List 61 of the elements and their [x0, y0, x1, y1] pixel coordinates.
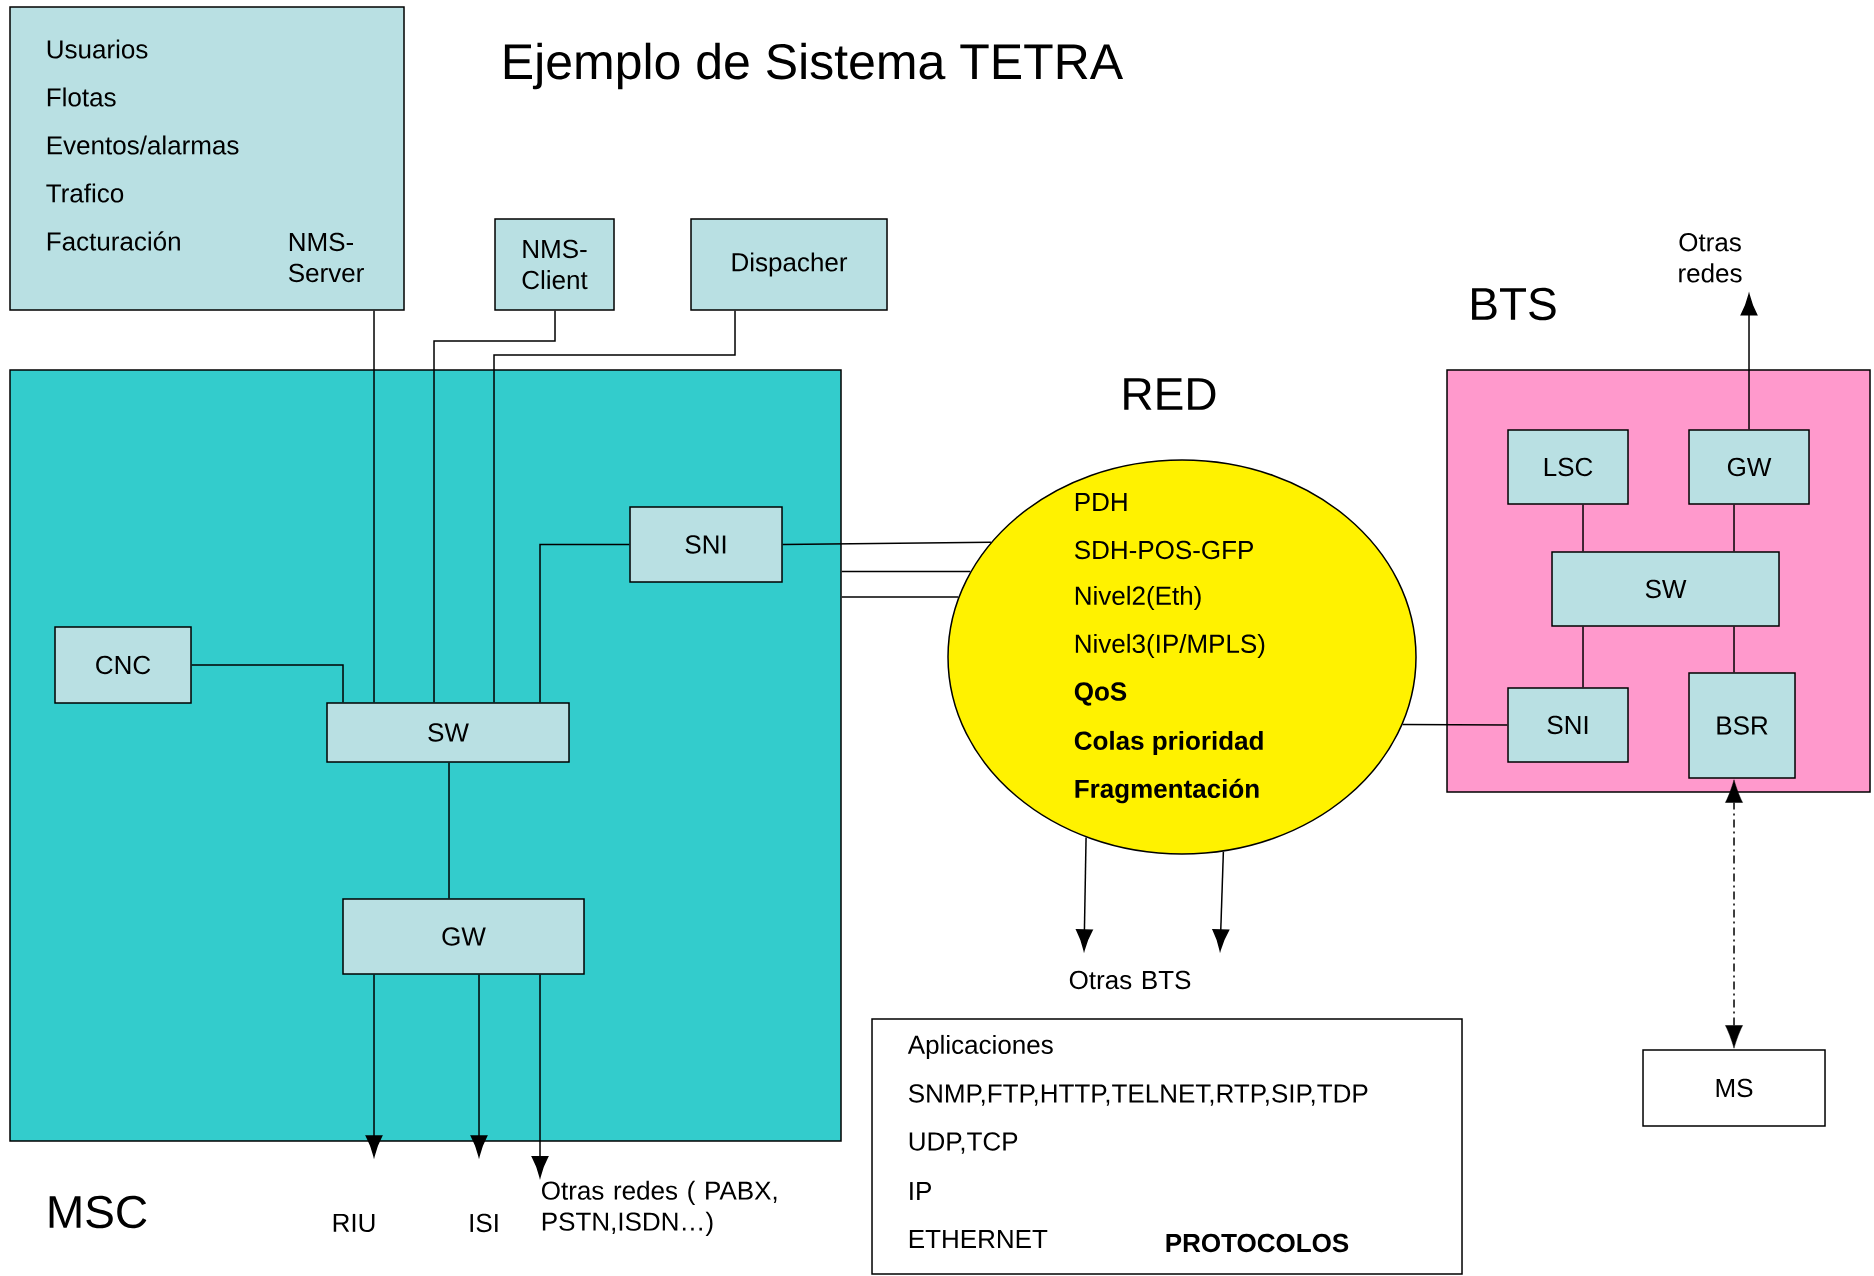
table-heading: PROTOCOLOS	[1166, 1233, 1349, 1253]
list-item: IP	[910, 1182, 931, 1200]
destination-label: RIU	[333, 1213, 375, 1233]
process-box: SNI	[1507, 687, 1629, 763]
process-box: GW	[342, 898, 585, 975]
arrow	[470, 974, 488, 1157]
list-item: QoS	[1074, 682, 1127, 706]
destination-label: Otras BTS	[1069, 970, 1191, 990]
connector-line	[448, 762, 450, 899]
process-box: SNI	[629, 506, 783, 583]
arrow	[365, 974, 383, 1157]
list-item: ETHERNET	[909, 1230, 1048, 1248]
list-item: Nivel2(Eth)	[1075, 585, 1201, 611]
title: Ejemplo de Sistema TETRA	[504, 42, 1124, 90]
connector-line	[191, 664, 344, 703]
list-item: SNMP,FTP,HTTP,TELNET,RTP,SIP,TDP	[908, 1084, 1368, 1106]
server-label: NMS-Server	[288, 232, 364, 283]
list-item: UDP,TCP	[909, 1132, 1018, 1154]
process-box: CNC	[54, 626, 192, 704]
arrow	[1740, 293, 1758, 430]
process-box: LSC	[1507, 429, 1629, 505]
process-box: MS	[1642, 1049, 1826, 1127]
connector-line	[841, 596, 960, 598]
process-box: BSR	[1688, 672, 1796, 779]
list-item: Eventos/alarmas	[47, 135, 239, 155]
list-item: Usuarios	[47, 39, 148, 59]
arrow	[1076, 836, 1093, 951]
connector-line	[1733, 626, 1735, 673]
process-box: Dispacher	[690, 218, 888, 311]
process-box: NMS-Client	[494, 218, 615, 311]
list-item: Facturación	[47, 231, 180, 251]
list-item: Flotas	[47, 87, 116, 107]
connector-line	[539, 543, 630, 703]
process-box: SW	[1551, 551, 1780, 627]
list-item: Aplicaciones	[907, 1034, 1053, 1060]
list-item: Fragmentación	[1075, 778, 1259, 804]
process-box: GW	[1688, 429, 1810, 505]
connector-line	[493, 310, 736, 703]
connector-line	[841, 570, 972, 573]
connector-line	[1582, 626, 1584, 688]
connector-line	[433, 310, 556, 703]
list-item: Trafico	[46, 183, 124, 203]
destination-label: ISI	[470, 1213, 498, 1233]
process-box: SW	[326, 702, 570, 763]
group-heading: BTS	[1472, 287, 1556, 321]
list-item: SDH-POS-GFP	[1074, 540, 1253, 560]
destination-label: Otras redes ( PABX, PSTN,ISDN…)	[542, 1180, 777, 1236]
arrow	[1725, 779, 1743, 1049]
group-heading: MSC	[49, 1195, 147, 1229]
list-item: Colas prioridad	[1074, 730, 1263, 756]
connector-line	[1582, 504, 1584, 552]
connector-line	[782, 541, 992, 546]
connector-line	[373, 310, 375, 703]
list-item: Nivel3(IP/MPLS)	[1075, 633, 1265, 659]
arrow	[531, 974, 549, 1178]
list-item: PDH	[1075, 493, 1127, 511]
group-heading: RED	[1124, 378, 1216, 410]
arrow	[1212, 850, 1230, 951]
destination-label: Otras redes	[1679, 233, 1742, 283]
connector-line	[1401, 723, 1508, 726]
connector-line	[1733, 504, 1735, 552]
